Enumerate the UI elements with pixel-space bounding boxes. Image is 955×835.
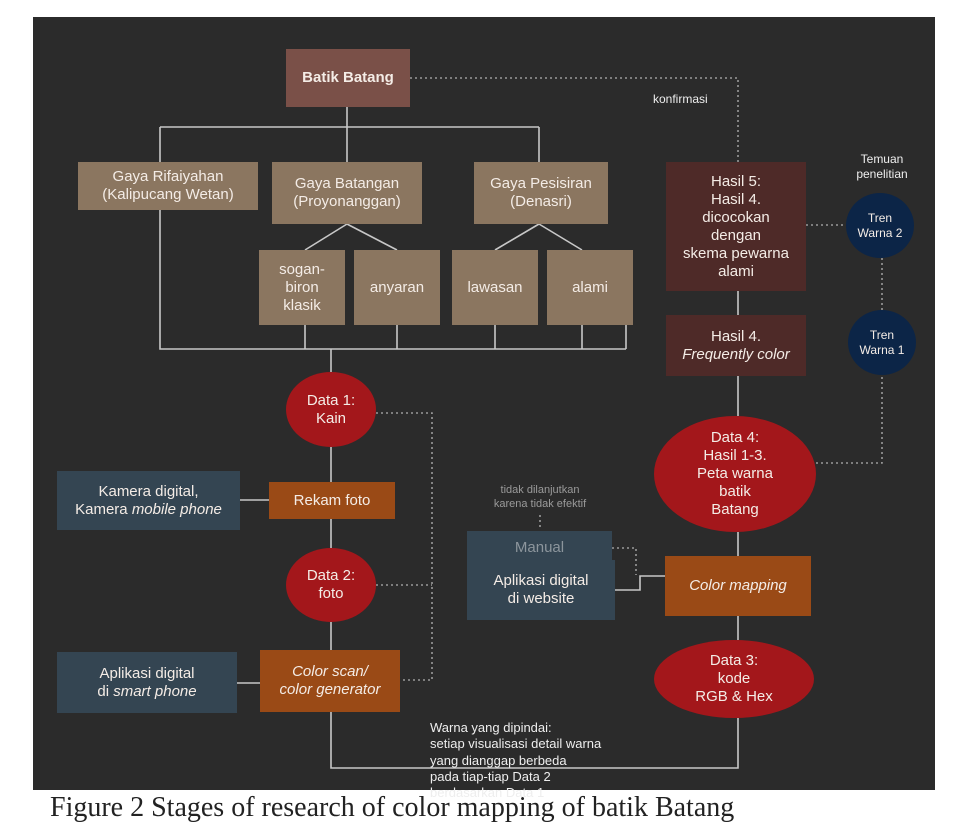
sogan-biron-klasik-box: sogan- biron klasik <box>259 250 345 325</box>
hasil4-box: Hasil 4. Frequently color <box>666 315 806 376</box>
gaya-pesisiran-box: Gaya Pesisiran (Denasri) <box>474 162 608 224</box>
dotted-connector <box>410 77 739 162</box>
hasil5-box: Hasil 5: Hasil 4. dicocokan dengan skema… <box>666 162 806 291</box>
manual-box: Manual <box>467 531 612 565</box>
solid-connector <box>615 575 665 591</box>
gaya-rifaiyahan-box: Gaya Rifaiyahan (Kalipucang Wetan) <box>78 162 258 210</box>
kamera-box: Kamera digital, Kamera mobile phone <box>57 471 240 530</box>
dotted-connector <box>376 412 433 681</box>
figure-caption: Figure 2 Stages of research of color map… <box>50 792 735 823</box>
alami-box: alami <box>547 250 633 325</box>
data1-circle: Data 1: Kain <box>286 372 376 447</box>
color-scan-box: Color scan/ color generator <box>260 650 400 712</box>
warna-note: Warna yang dipindai: setiap visualisasi … <box>430 720 602 800</box>
rekam-foto-box: Rekam foto <box>269 482 395 519</box>
aplikasi-smartphone-box: Aplikasi digital di smart phone <box>57 652 237 713</box>
solid-connector <box>346 223 398 251</box>
solid-connector <box>159 210 626 350</box>
batik-batang-box: Batik Batang <box>286 49 410 107</box>
data2-circle: Data 2: foto <box>286 548 376 622</box>
color-mapping-box: Color mapping <box>665 556 811 616</box>
data3-circle: Data 3: kode RGB & Hex <box>654 640 814 718</box>
lawasan-box: lawasan <box>452 250 538 325</box>
tidak-dilanjutkan-label: tidak dilanjutkan karena tidak efektif <box>493 484 587 510</box>
tren-warna-1-circle: Tren Warna 1 <box>848 310 916 375</box>
konfirmasi-label: konfirmasi <box>653 92 708 106</box>
data4-circle: Data 4: Hasil 1-3. Peta warna batik Bata… <box>654 416 816 532</box>
solid-connector <box>538 223 583 251</box>
solid-connector <box>330 712 739 769</box>
solid-connector <box>494 223 540 251</box>
solid-connector <box>304 223 348 251</box>
aplikasi-website-box: Aplikasi digital di website <box>467 560 615 620</box>
tren-warna-2-circle: Tren Warna 2 <box>846 193 914 258</box>
dotted-connector <box>612 547 637 575</box>
anyaran-box: anyaran <box>354 250 440 325</box>
dotted-connector <box>816 375 883 464</box>
temuan-label: Temuan penelitian <box>856 152 908 181</box>
gaya-batangan-box: Gaya Batangan (Proyonanggan) <box>272 162 422 224</box>
